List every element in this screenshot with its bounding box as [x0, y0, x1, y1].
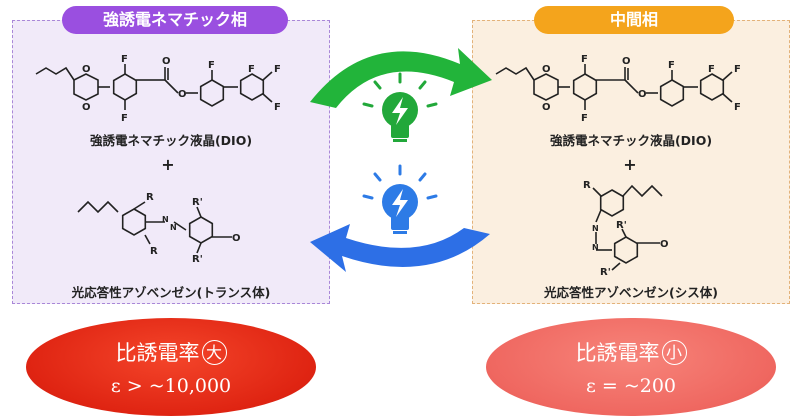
right-azo-caption: 光応答性アゾベンゼン(シス体) [544, 285, 718, 300]
blue-bulb-body [382, 184, 418, 234]
left-azo-r2: R [150, 246, 158, 257]
right-azo-n2: N [592, 243, 599, 252]
right-dio-f6: F [708, 64, 715, 75]
green-lightbulb-icon [362, 72, 438, 108]
right-azo-molecule [592, 184, 663, 271]
right-dio-o2: O [542, 102, 551, 113]
left-dio-o1: O [82, 64, 91, 75]
left-azo-n2: N [170, 223, 177, 232]
left-dio-o4: O [178, 89, 187, 100]
right-phase-panel [472, 20, 790, 304]
right-dio-f3: F [668, 60, 675, 71]
green-bulb-body [382, 92, 418, 142]
back-arrow-icon [310, 224, 490, 272]
right-dio-f1: F [581, 54, 588, 65]
left-azo-n1: N [162, 215, 169, 224]
left-dio-f6: F [248, 64, 255, 75]
right-dio-f4: F [734, 64, 741, 75]
left-azo-r1: R [146, 192, 154, 203]
left-dio-o2: O [82, 102, 91, 113]
left-dio-f3: F [208, 60, 215, 71]
left-phase-panel [12, 20, 330, 304]
green-lightning-icon [392, 97, 408, 125]
blue-lightning-icon [392, 189, 408, 217]
right-dio-f2: F [581, 113, 588, 124]
right-azo-n1: N [592, 224, 599, 233]
right-plus: + [623, 155, 637, 174]
right-permittivity-value: ε = ~200 [585, 375, 677, 397]
right-dio-o3: O [622, 56, 631, 67]
left-azo-caption: 光応答性アゾベンゼン(トランス体) [71, 285, 271, 300]
forward-arrow-icon [310, 48, 492, 108]
right-lc-caption: 強誘電ネマチック液晶(DIO) [549, 133, 713, 148]
left-plus: + [161, 155, 175, 174]
left-azo-rp1: R' [192, 197, 203, 208]
right-azo-r1: R [583, 180, 591, 191]
right-permittivity-label: 比誘電率 [575, 341, 660, 365]
left-phase-title: 強誘電ネマチック相 [62, 6, 288, 34]
left-azo-o: O [232, 233, 241, 244]
right-permittivity-oval: 比誘電率小 ε = ~200 [486, 318, 776, 416]
left-azo-molecule [77, 200, 232, 254]
blue-lightbulb-icon [362, 164, 438, 200]
left-azo-rp2: R' [192, 254, 203, 265]
left-size-badge: 大 [201, 340, 227, 365]
right-azo-o: O [660, 239, 669, 250]
left-dio-f5: F [274, 102, 281, 113]
right-dio-f5: F [734, 102, 741, 113]
left-dio-o3: O [162, 56, 171, 67]
right-dio-o1: O [542, 64, 551, 75]
right-size-badge: 小 [661, 340, 687, 365]
left-permittivity-label: 比誘電率 [115, 341, 200, 365]
left-permittivity-value: ε > ~10,000 [110, 375, 232, 397]
left-dio-f4: F [274, 64, 281, 75]
right-azo-rp1: R' [616, 220, 627, 231]
right-dio-o4: O [638, 89, 647, 100]
right-dio-molecule [495, 64, 733, 110]
left-permittivity-oval: 比誘電率大 ε > ~10,000 [26, 318, 316, 416]
right-phase-title: 中間相 [534, 6, 734, 34]
left-dio-f1: F [121, 54, 128, 65]
left-dio-molecule [35, 64, 273, 110]
left-dio-f2: F [121, 113, 128, 124]
light-switching-diagram [310, 48, 492, 272]
left-lc-caption: 強誘電ネマチック液晶(DIO) [89, 133, 253, 148]
right-azo-rp2: R' [600, 267, 611, 278]
